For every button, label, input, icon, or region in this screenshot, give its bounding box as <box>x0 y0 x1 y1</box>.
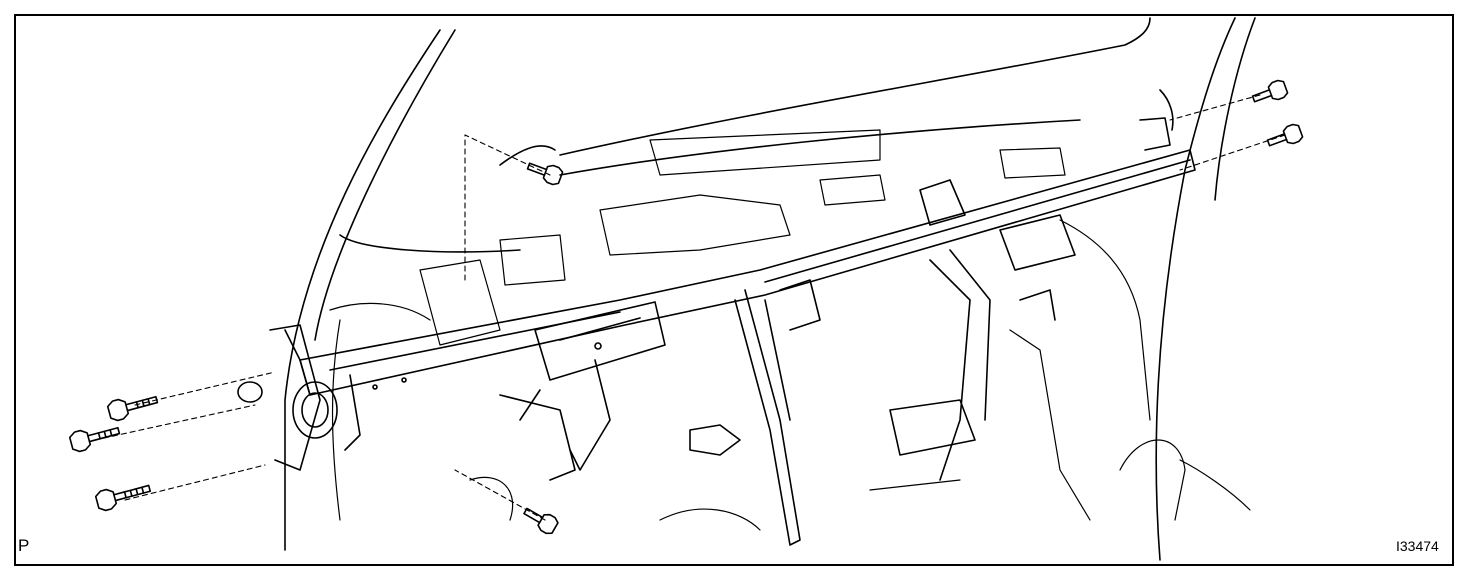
steering-support-bracket <box>499 301 666 481</box>
bolt-icon <box>68 426 121 453</box>
bolt-icon <box>1266 123 1304 147</box>
bolt-icon <box>526 162 564 186</box>
figure-code: I33474 <box>1396 538 1439 554</box>
leader-lines <box>94 94 1286 521</box>
hvac-ducting <box>419 129 1151 521</box>
corner-mark: P <box>18 536 30 555</box>
diagram-frame <box>14 14 1454 566</box>
center-stay <box>689 279 821 546</box>
body-outline <box>284 17 1256 561</box>
bolt-icon <box>106 395 159 422</box>
bolt-icon <box>1251 79 1289 103</box>
lower-components <box>329 302 1251 531</box>
right-bracket-assembly <box>889 89 1174 481</box>
bolt-icon <box>94 484 152 512</box>
bolt-icon <box>523 507 559 535</box>
